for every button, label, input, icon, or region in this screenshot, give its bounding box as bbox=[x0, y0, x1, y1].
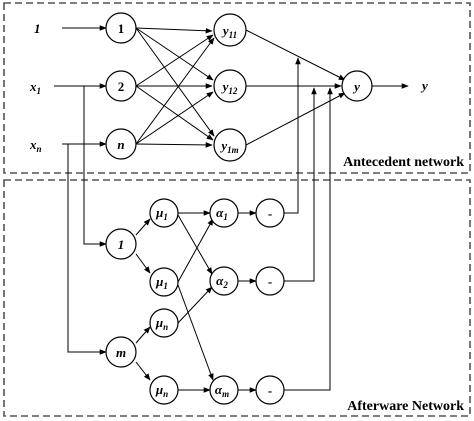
input-x1-label: x1 bbox=[29, 79, 41, 96]
svg-text:-: - bbox=[268, 383, 272, 398]
svg-text:1: 1 bbox=[118, 21, 125, 36]
svg-text:μ1: μ1 bbox=[155, 274, 168, 291]
input-xn-label: xn bbox=[29, 137, 42, 154]
rule-node-1: 1 bbox=[105, 228, 137, 260]
layer1-node-n: n bbox=[105, 128, 137, 160]
afterware-wires bbox=[54, 57, 333, 393]
svg-text:μ1: μ1 bbox=[155, 205, 168, 222]
norm-node-1: - bbox=[255, 198, 285, 228]
alpha-node-m: αm bbox=[209, 375, 239, 405]
svg-text:μn: μn bbox=[155, 382, 168, 399]
alpha-node-1: α1 bbox=[209, 198, 239, 228]
mu-node-nb: μn bbox=[149, 375, 179, 405]
layer2-node-y1m: y1m bbox=[213, 128, 247, 162]
output-node-y: y bbox=[341, 70, 373, 102]
norm-node-m: - bbox=[255, 375, 285, 405]
svg-text:1: 1 bbox=[118, 237, 125, 252]
svg-text:m: m bbox=[116, 345, 126, 360]
svg-text:α2: α2 bbox=[216, 273, 228, 290]
layer2-node-y11: y11 bbox=[213, 13, 247, 47]
svg-text:y11: y11 bbox=[221, 23, 237, 40]
svg-text:αm: αm bbox=[215, 382, 229, 399]
afterware-network-caption: Afterware Network bbox=[347, 399, 464, 414]
svg-text:μn: μn bbox=[155, 315, 168, 332]
input-1-label: 1 bbox=[34, 21, 41, 36]
layer1-node-1: 1 bbox=[105, 12, 137, 44]
svg-text:2: 2 bbox=[118, 79, 125, 94]
norm-node-2: - bbox=[255, 266, 285, 296]
layer1-node-2: 2 bbox=[105, 70, 137, 102]
mu-node-na: μn bbox=[149, 308, 179, 338]
mu-node-1b: μ1 bbox=[149, 267, 179, 297]
antecedent-network-box bbox=[3, 2, 471, 174]
antecedent-network-caption: Antecedent network bbox=[343, 155, 464, 170]
svg-text:-: - bbox=[268, 206, 272, 221]
alpha-node-2: α2 bbox=[209, 266, 239, 296]
svg-text:y12: y12 bbox=[221, 79, 238, 96]
mu-node-1a: μ1 bbox=[149, 198, 179, 228]
output-label: y bbox=[420, 78, 428, 93]
afterware-network-box bbox=[3, 179, 471, 417]
svg-text:y1m: y1m bbox=[219, 138, 238, 155]
antecedent-wires bbox=[62, 25, 409, 148]
svg-text:α1: α1 bbox=[216, 205, 228, 222]
svg-text:n: n bbox=[117, 137, 124, 152]
svg-text:-: - bbox=[268, 274, 272, 289]
layer2-node-y12: y12 bbox=[213, 69, 247, 103]
rule-node-m: m bbox=[105, 336, 137, 368]
svg-text:y: y bbox=[352, 79, 360, 94]
